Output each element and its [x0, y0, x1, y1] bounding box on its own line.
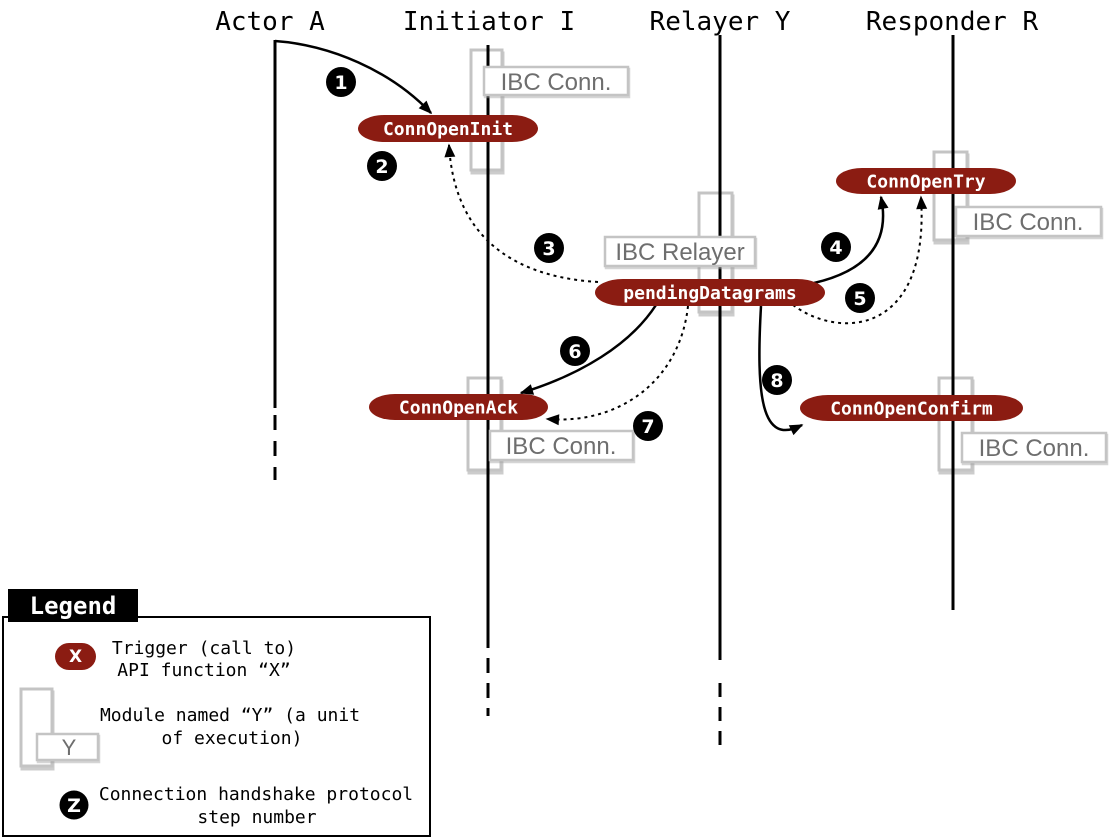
function-oval: [358, 115, 538, 142]
legend-title-tab: [8, 589, 138, 622]
step-number: 3: [542, 238, 555, 260]
arrow-actor-to-conn-open-init-arrowhead: [418, 100, 433, 115]
legend-box: [2, 616, 431, 837]
step-number: 5: [853, 288, 866, 310]
function-label: ConnOpenTry: [866, 172, 985, 193]
step-badges: 1 2 3 4 5 6 7 8: [326, 67, 875, 441]
step-badge-2: 2: [367, 151, 397, 181]
module-label-initiator-bottom: IBC Conn.: [488, 429, 636, 464]
arrow-datagrams-to-conn-open-ack-dotted-arrowhead: [545, 414, 560, 426]
header-initiator-i: Initiator I: [403, 7, 575, 37]
arrows: [274, 39, 928, 436]
function-pending-datagrams: pendingDatagrams: [595, 279, 825, 306]
step-number: 7: [641, 416, 654, 438]
function-oval: [836, 168, 1016, 194]
legend-step-line-2: step number: [197, 807, 316, 828]
module-labels: IBC Conn. IBC Conn. IBC Relayer IBC Conn…: [482, 65, 1109, 466]
module-label-relayer: IBC Relayer: [603, 235, 758, 270]
arrow-actor-to-conn-open-init: [274, 39, 432, 114]
step-circle: [762, 365, 792, 395]
module-label-box: [954, 205, 1103, 238]
step-badge-3: 3: [534, 233, 564, 263]
function-oval: [800, 395, 1023, 421]
step-circle: [845, 283, 875, 313]
arrow-datagrams-to-conn-open-ack-arrowhead: [519, 384, 535, 395]
module-label-box: [482, 65, 630, 97]
legend-trigger-line-1: Trigger (call to): [112, 638, 296, 659]
arrow-datagrams-to-conn-open-try-dotted: [792, 196, 923, 325]
step-circle: [821, 232, 851, 262]
arrow-datagrams-to-conn-open-try-arrowhead: [877, 195, 889, 210]
step-circle: [560, 336, 590, 366]
header-responder-r: Responder R: [866, 7, 1039, 37]
arrow-datagrams-to-conn-open-init-dotted: [448, 144, 599, 283]
step-number: 6: [568, 341, 581, 363]
step-number: 4: [829, 237, 842, 259]
module-label-responder-top: IBC Conn.: [954, 205, 1104, 240]
legend-trigger-line-2: API function “X”: [117, 660, 290, 681]
function-label: ConnOpenInit: [383, 119, 513, 140]
arrow-datagrams-to-conn-open-try: [813, 196, 885, 285]
function-conn-open-confirm: ConnOpenConfirm: [800, 395, 1023, 421]
header-actor-a: Actor A: [215, 7, 325, 37]
legend-module-label-box: [35, 732, 100, 762]
step-number: 1: [334, 72, 347, 94]
lifeline-headers: Actor A Initiator I Relayer Y Responder …: [215, 7, 1038, 37]
legend-step-circle: [59, 790, 89, 820]
legend-item-module: Y Module named “Y” (a unit of execution): [19, 687, 360, 771]
step-circle: [326, 67, 356, 97]
module-label-box: [960, 431, 1108, 464]
legend-item-step: Z Connection handshake protocol step num…: [59, 784, 413, 828]
arrow-datagrams-to-conn-open-init-dotted-arrowhead: [444, 143, 456, 158]
step-badge-1: 1: [326, 67, 356, 97]
header-relayer-y: Relayer Y: [650, 7, 791, 37]
arrow-datagrams-to-conn-open-ack-dotted: [546, 305, 689, 421]
module-label-text: IBC Relayer: [615, 239, 744, 266]
step-circle: [367, 151, 397, 181]
legend-step-symbol: Z: [67, 795, 81, 817]
module-label-text: IBC Conn.: [973, 209, 1084, 236]
arrow-datagrams-to-conn-open-confirm: [758, 305, 803, 432]
function-label: ConnOpenConfirm: [830, 399, 993, 420]
function-conn-open-ack: ConnOpenAck: [369, 394, 548, 420]
module-label-box: [488, 429, 635, 462]
arrow-datagrams-to-conn-open-confirm-arrowhead: [788, 424, 804, 436]
step-badge-5: 5: [845, 283, 875, 313]
step-circle: [633, 411, 663, 441]
module-label-text: IBC Conn.: [506, 433, 617, 460]
legend-module-line-1: Module named “Y” (a unit: [100, 705, 360, 726]
legend-title: Legend: [30, 592, 117, 620]
arrow-datagrams-to-conn-open-try-dotted-arrowhead: [916, 195, 928, 210]
module-label-text: IBC Conn.: [501, 69, 612, 96]
legend: Legend X Trigger (call to) API function …: [2, 589, 431, 837]
arrow-datagrams-to-conn-open-ack: [520, 304, 658, 395]
module-label-responder-bottom: IBC Conn.: [960, 431, 1109, 466]
function-conn-open-try: ConnOpenTry: [836, 168, 1016, 194]
module-label-text: IBC Conn.: [979, 435, 1090, 462]
lifelines: [273, 35, 955, 745]
step-badge-6: 6: [560, 336, 590, 366]
function-label: pendingDatagrams: [623, 283, 796, 304]
legend-module-line-2: of execution): [162, 728, 303, 749]
function-oval: [595, 279, 825, 306]
step-badge-4: 4: [821, 232, 851, 262]
legend-step-line-1: Connection handshake protocol: [99, 784, 413, 805]
step-number: 2: [375, 156, 388, 178]
step-number: 8: [770, 370, 783, 392]
function-label: ConnOpenAck: [399, 398, 518, 419]
legend-trigger-symbol: X: [69, 647, 82, 667]
legend-module-symbol: Y: [62, 735, 77, 760]
function-conn-open-init: ConnOpenInit: [358, 115, 538, 142]
step-badge-7: 7: [633, 411, 663, 441]
module-label-box: [603, 235, 757, 268]
step-circle: [534, 233, 564, 263]
step-badge-8: 8: [762, 365, 792, 395]
api-functions: ConnOpenInit ConnOpenTry pendingDatagram…: [358, 115, 1023, 421]
legend-trigger-oval: [55, 643, 96, 670]
function-oval: [369, 394, 548, 420]
legend-item-trigger: X Trigger (call to) API function “X”: [55, 638, 296, 681]
module-label-initiator-top: IBC Conn.: [482, 65, 631, 99]
